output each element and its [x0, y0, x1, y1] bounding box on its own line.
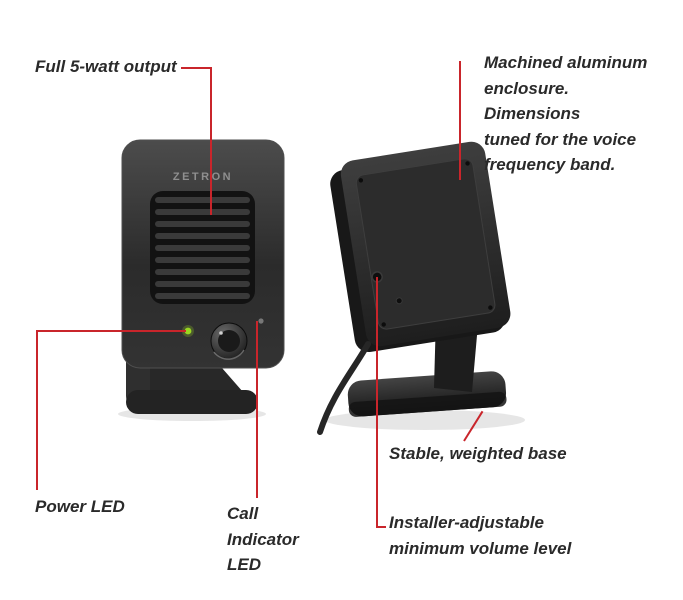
- back-speaker: [317, 141, 525, 435]
- back-speaker-body: [330, 141, 511, 353]
- power-cable: [317, 341, 371, 435]
- back-speaker-base: [347, 371, 507, 417]
- callout-label-enclosure: Machined aluminum enclosure. Dimensions …: [484, 53, 648, 174]
- callout-line-enclosure: [459, 61, 461, 180]
- callout-line-volume-v: [376, 277, 378, 528]
- volume-knob: [210, 322, 248, 360]
- callout-label-min-volume: Installer-adjustable minimum volume leve…: [389, 513, 572, 558]
- brand-logo: ZETRON: [173, 171, 233, 183]
- speaker-grille: [150, 191, 255, 304]
- call-indicator-led: [258, 318, 264, 324]
- callout-label-full-output: Full 5-watt output: [35, 57, 177, 76]
- callout-label-weighted-base: Stable, weighted base: [389, 444, 567, 463]
- callout-line-power-led-h: [36, 330, 186, 332]
- callout-label-call-indicator-led: Call Indicator LED: [227, 504, 299, 574]
- power-led: [184, 327, 192, 335]
- callout-line-power-led-v: [36, 330, 38, 490]
- callout-label-power-led: Power LED: [35, 497, 125, 516]
- callout-line-call-led: [256, 321, 258, 498]
- callout-line-full-output-v: [210, 67, 212, 215]
- speaker-grille-slats: [155, 197, 250, 299]
- front-speaker: ZETRON: [118, 139, 285, 421]
- callout-line-volume-h: [376, 526, 386, 528]
- callout-line-full-output-h: [181, 67, 212, 69]
